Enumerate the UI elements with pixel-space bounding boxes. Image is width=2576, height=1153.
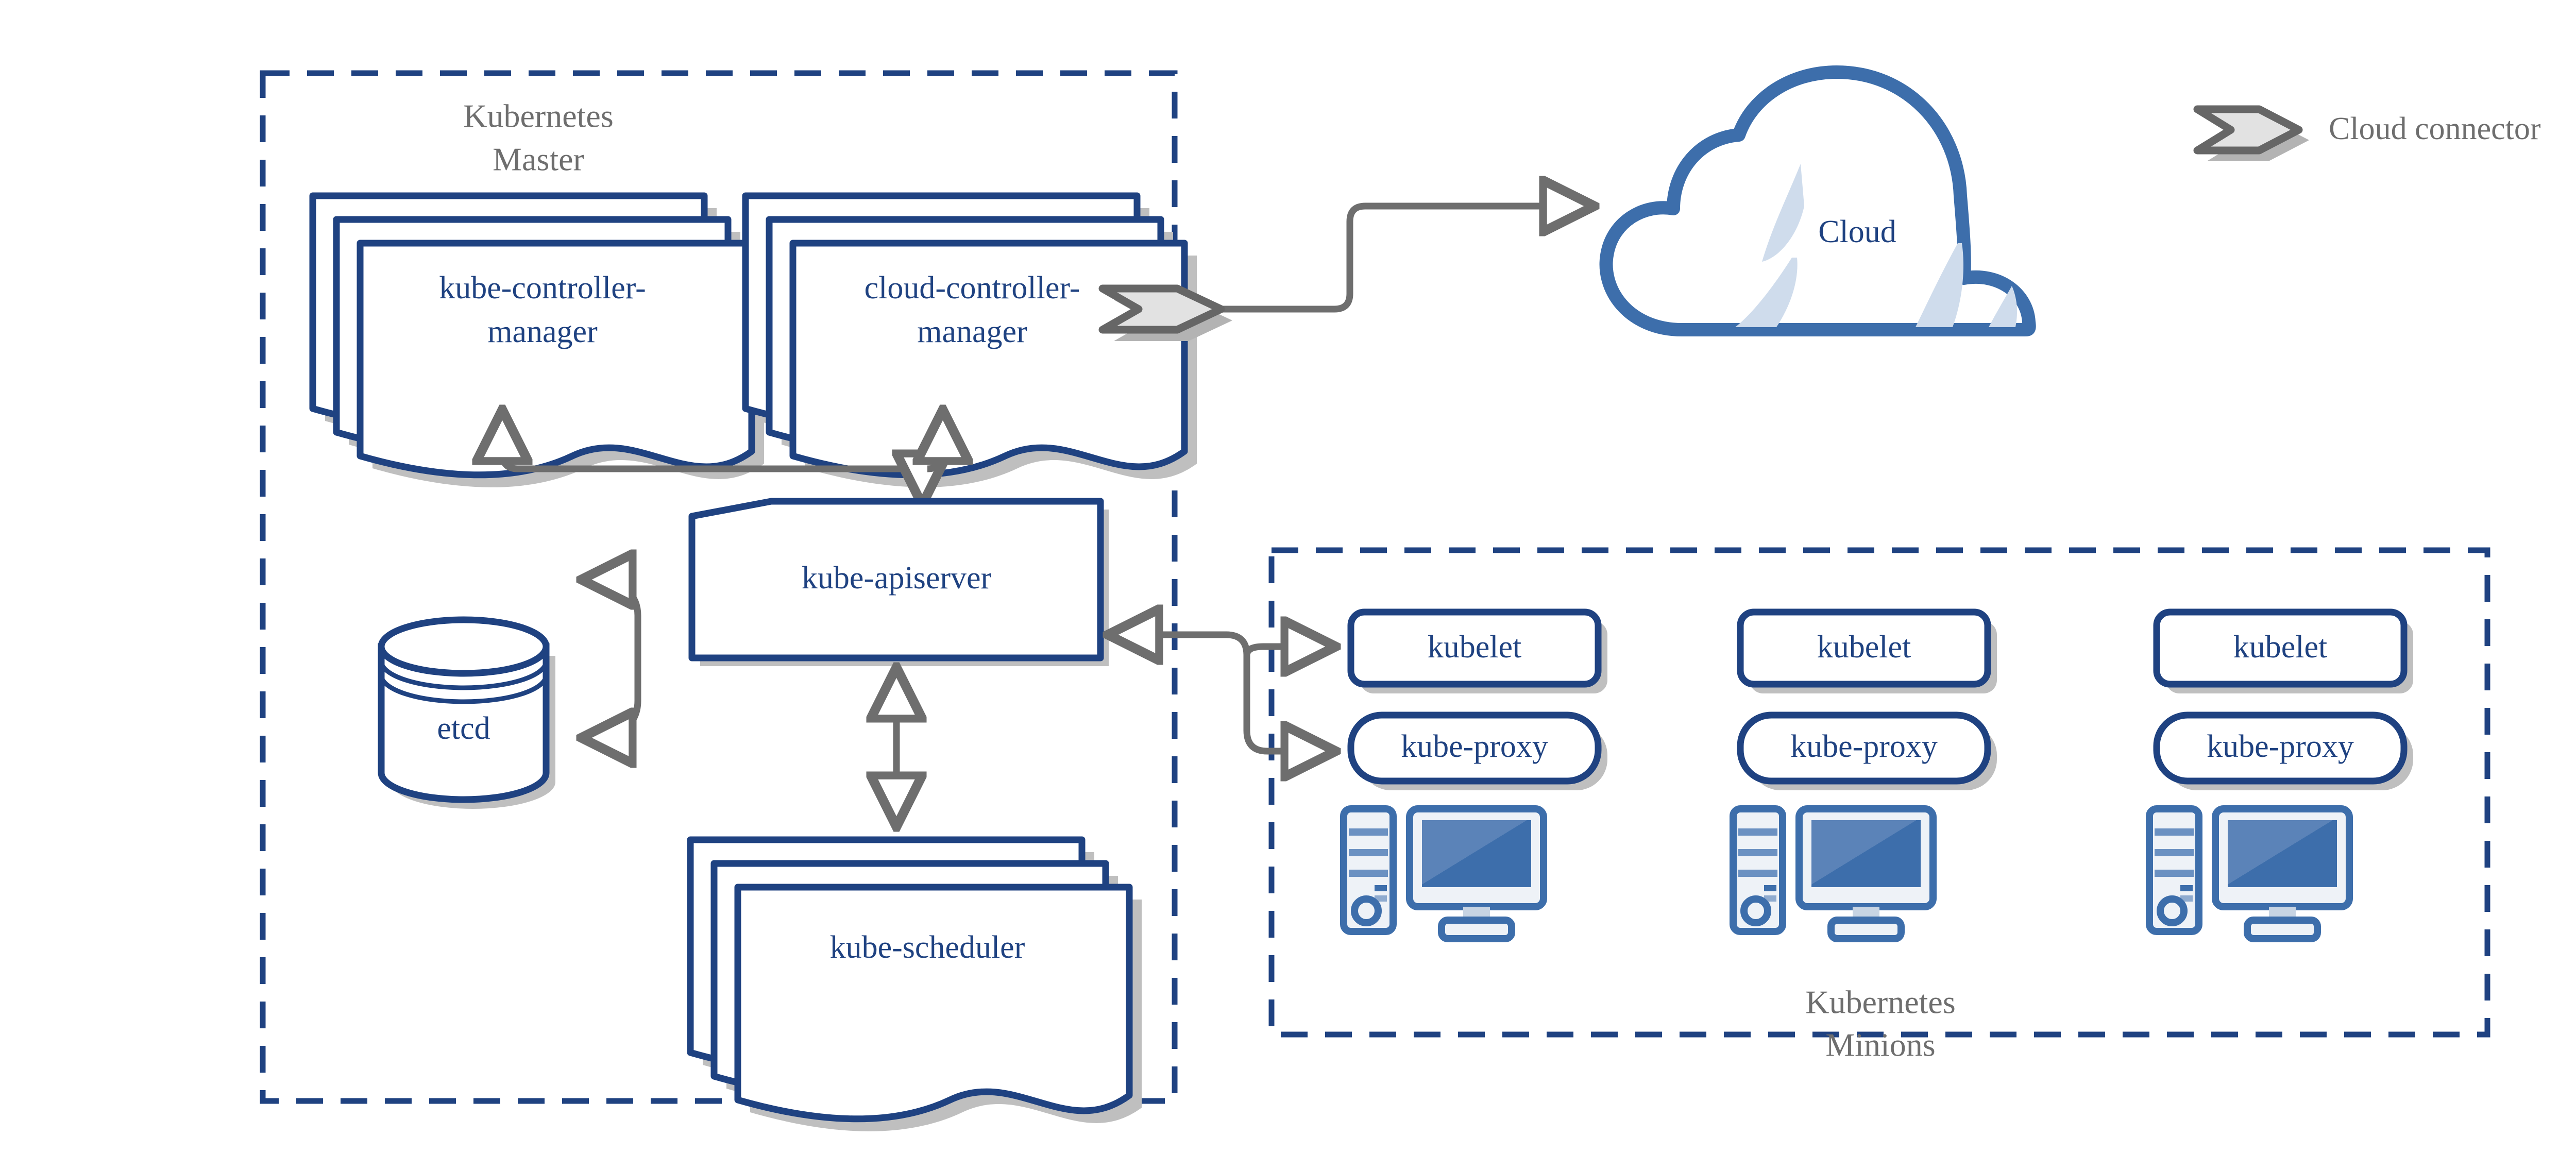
computer-icon <box>2146 805 2353 942</box>
etcd-node[interactable]: etcd <box>378 616 555 809</box>
minion-node-2[interactable]: kubelet kube-proxy <box>1730 608 1997 942</box>
kubelet-box[interactable] <box>2153 608 2408 688</box>
kube-controller-manager-label-line2: manager <box>487 314 598 349</box>
master-dashed-boundary <box>260 70 1178 1104</box>
cloud-accent-4 <box>1989 286 2018 327</box>
kube-apiserver-node[interactable]: kube-apiserver <box>688 498 1109 666</box>
kubernetes-master-group: Kubernetes Master <box>260 70 1178 1104</box>
cloud-outline <box>1599 65 2036 336</box>
kubelet-box[interactable] <box>1347 608 1602 688</box>
connector-cloud-controller-to-cloud <box>1195 206 1592 313</box>
minions-group-label-line2: Minions <box>1825 1027 1935 1063</box>
kube-apiserver-box <box>688 498 1104 662</box>
etcd-label: etcd <box>437 711 490 746</box>
kube-apiserver-label: kube-apiserver <box>802 561 992 596</box>
cloud-accent-2 <box>1735 258 1798 327</box>
cloud-controller-manager-label-line1: cloud-controller- <box>865 270 1080 306</box>
kubelet-box[interactable] <box>1737 608 1991 688</box>
legend-label: Cloud connector <box>2329 111 2541 146</box>
cloud-controller-manager-label-line2: manager <box>917 314 1027 349</box>
etcd-ring-2 <box>379 674 549 704</box>
kube-controller-manager-node[interactable]: kube-controller- manager <box>309 192 800 487</box>
master-group-label-line1: Kubernetes <box>463 98 613 134</box>
kube-proxy-box[interactable] <box>1347 711 1602 785</box>
legend: Cloud connector <box>2193 105 2541 161</box>
kubelet-label: kubelet <box>2233 630 2328 665</box>
cloud-label: Cloud <box>1818 214 1896 249</box>
kubelet-label: kubelet <box>1428 630 1522 665</box>
minion-node-3[interactable]: kubelet kube-proxy <box>2146 608 2413 942</box>
cloud-accent-1 <box>1762 164 1804 262</box>
connector-apiserver-to-kubelet <box>1243 647 1333 655</box>
cloud-accent-3 <box>1916 243 1963 327</box>
computer-icon <box>1730 805 1937 942</box>
connector-kube-controller-manager-to-apiserver <box>502 412 922 502</box>
connector-apiserver-to-kube-proxy <box>1110 635 1333 751</box>
kube-proxy-label: kube-proxy <box>1401 729 1548 764</box>
cloud-node[interactable]: Cloud <box>1599 65 2036 336</box>
kube-scheduler-node[interactable]: kube-scheduler <box>687 836 1142 1131</box>
computer-icon <box>1340 805 1547 942</box>
minion-node-1[interactable]: kubelet kube-proxy <box>1340 608 1607 942</box>
cloud-controller-manager-node[interactable]: cloud-controller- manager <box>742 192 1197 487</box>
kube-proxy-box[interactable] <box>1737 711 1991 785</box>
kube-proxy-label: kube-proxy <box>1790 729 1938 764</box>
minions-group-label-line1: Kubernetes <box>1805 984 1955 1021</box>
kubelet-label: kubelet <box>1817 630 1911 665</box>
legend-cloud-connector-icon <box>2193 105 2309 161</box>
connector-cloud-controller-manager-to-apiserver <box>927 412 943 472</box>
doc-layer-front <box>734 884 1133 1123</box>
cloud-connector-icon <box>1098 284 1232 341</box>
kube-proxy-label: kube-proxy <box>2207 729 2354 764</box>
etcd-ring-1 <box>379 660 549 690</box>
kube-controller-manager-label-line1: kube-controller- <box>439 270 646 306</box>
minions-dashed-boundary <box>1268 547 2490 1038</box>
kube-scheduler-label: kube-scheduler <box>830 930 1025 965</box>
master-group-label-line2: Master <box>493 141 584 178</box>
kube-proxy-box[interactable] <box>2153 711 2408 785</box>
connector-etcd-apiserver <box>584 580 641 738</box>
kubernetes-minions-group: Kubernetes Minions <box>1268 547 2490 1063</box>
etcd-cylinder-top <box>378 616 550 677</box>
